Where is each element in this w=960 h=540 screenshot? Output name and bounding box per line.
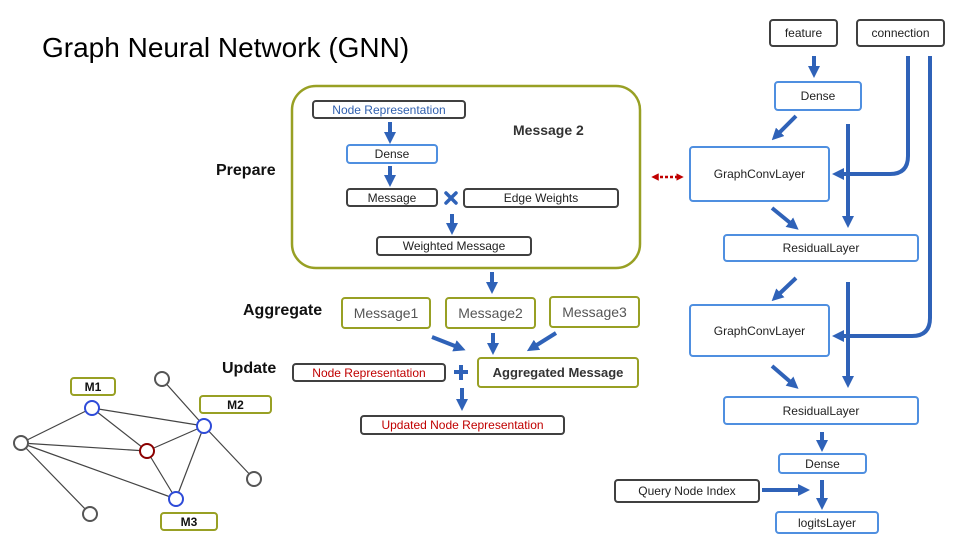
- graph-label-m1: M1: [70, 377, 116, 396]
- graph-node-m2: [196, 418, 212, 434]
- graph-label-m3: M3: [160, 512, 218, 531]
- prepare-group-title: Message 2: [513, 122, 584, 138]
- model-graph-conv-2: GraphConvLayer: [689, 304, 830, 357]
- stage-label-aggregate: Aggregate: [243, 302, 323, 319]
- model-input-connection: connection: [856, 19, 945, 47]
- multiply-icon: [444, 191, 458, 205]
- arrow-gconv1-to-residual1: [770, 206, 799, 230]
- updated-node-representation: Updated Node Representation: [360, 415, 565, 435]
- arrow-residual1-to-gconv2: [771, 276, 798, 302]
- graph-node: [82, 506, 98, 522]
- prepare-node-representation: Node Representation: [312, 100, 466, 119]
- aggregate-message-1: Message1: [341, 297, 431, 329]
- graph-node: [154, 371, 170, 387]
- aggregate-message-3: Message3: [549, 296, 640, 328]
- prepare-weighted-message: Weighted Message: [376, 236, 532, 256]
- page-title: Graph Neural Network (GNN): [42, 32, 410, 63]
- example-graph: [20, 378, 255, 515]
- plus-icon: [454, 365, 468, 380]
- model-residual-2: ResidualLayer: [723, 396, 919, 425]
- aggregate-message-2: Message2: [445, 297, 536, 329]
- model-logits-layer: logitsLayer: [775, 511, 879, 534]
- arrow-message3-to-agg: [526, 331, 558, 352]
- graph-node-target: [139, 443, 155, 459]
- arrow-dense-to-gconv1: [771, 114, 798, 141]
- graph-node: [13, 435, 29, 451]
- arrow-connection-to-gconv2: [832, 56, 932, 342]
- prepare-message: Message: [346, 188, 438, 207]
- model-input-feature: feature: [769, 19, 838, 47]
- prepare-edge-weights: Edge Weights: [463, 188, 619, 208]
- graph-label-m2: M2: [199, 395, 272, 414]
- model-dense-bottom: Dense: [778, 453, 867, 474]
- prepare-dense: Dense: [346, 144, 438, 164]
- update-node-representation: Node Representation: [292, 363, 446, 382]
- aggregated-message: Aggregated Message: [477, 357, 639, 388]
- prepare-group-frame: [290, 84, 642, 270]
- graph-node-m3: [168, 491, 184, 507]
- model-residual-1: ResidualLayer: [723, 234, 919, 262]
- model-query-node-index: Query Node Index: [614, 479, 760, 503]
- stage-label-update: Update: [222, 360, 277, 377]
- model-dense-top: Dense: [774, 81, 862, 111]
- arrow-message1-to-agg: [431, 335, 466, 352]
- arrow-gconv2-to-residual2: [770, 364, 799, 389]
- model-graph-conv-1: GraphConvLayer: [689, 146, 830, 202]
- stage-label-prepare: Prepare: [216, 162, 276, 179]
- arrow-connection-to-gconv1: [832, 56, 910, 180]
- graph-node: [246, 471, 262, 487]
- graph-node-m1: [84, 400, 100, 416]
